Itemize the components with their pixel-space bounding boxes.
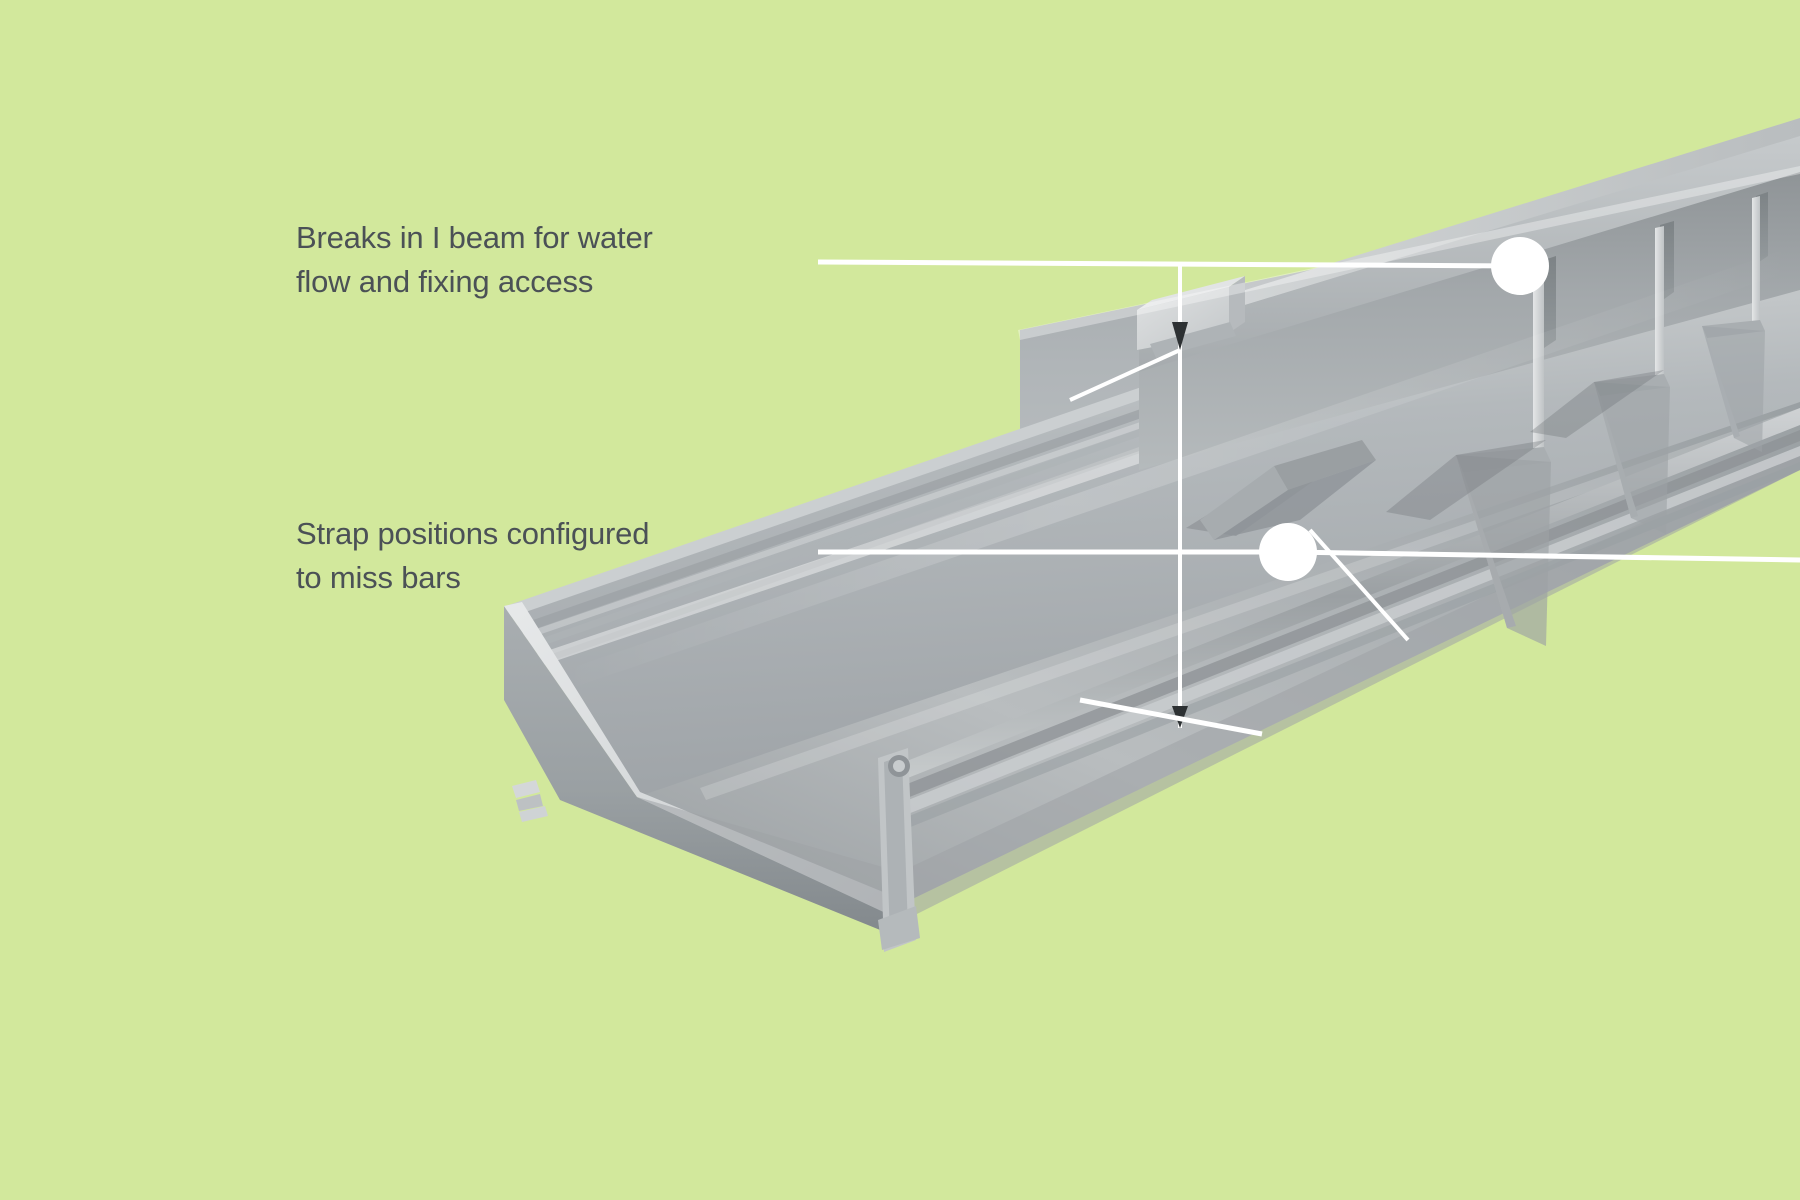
- callout-dot: [1259, 523, 1317, 581]
- i-beam-web: [1139, 148, 1800, 470]
- i-beam-flange-top-face: [1143, 118, 1800, 336]
- callout-leaders: [817, 237, 1800, 737]
- leader-line: [817, 259, 1521, 269]
- strap-foreground: [1200, 440, 1376, 540]
- i-beam-end-cap: [1137, 276, 1245, 358]
- leader-line-right: [1287, 549, 1800, 563]
- vertical-straps: [1456, 196, 1765, 646]
- leader-breaks-in-i-beam: [817, 237, 1549, 402]
- gutter-assembly: [504, 118, 1800, 952]
- pointer-branch: [1069, 348, 1181, 402]
- strap-diagonal: [1308, 528, 1410, 642]
- rear-end-closure: [878, 748, 920, 952]
- leader-strap-positions: [818, 398, 1800, 737]
- callout-label-breaks-in-i-beam: Breaks in I beam for water flow and fixi…: [296, 220, 653, 300]
- rear-upstand-highlight: [1018, 166, 1800, 340]
- strap: [1702, 196, 1765, 452]
- pointer-arrowhead: [1172, 322, 1188, 350]
- pointer-branch: [1079, 697, 1263, 737]
- i-beam-top-flange: [1139, 134, 1800, 372]
- end-profile-clips: [512, 780, 548, 822]
- strap: [1594, 226, 1670, 534]
- strap: [1456, 262, 1551, 646]
- callout-dot: [1491, 237, 1549, 295]
- front-outer-face: [504, 606, 903, 938]
- callout-label-strap-positions: Strap positions configured to miss bars: [296, 516, 650, 596]
